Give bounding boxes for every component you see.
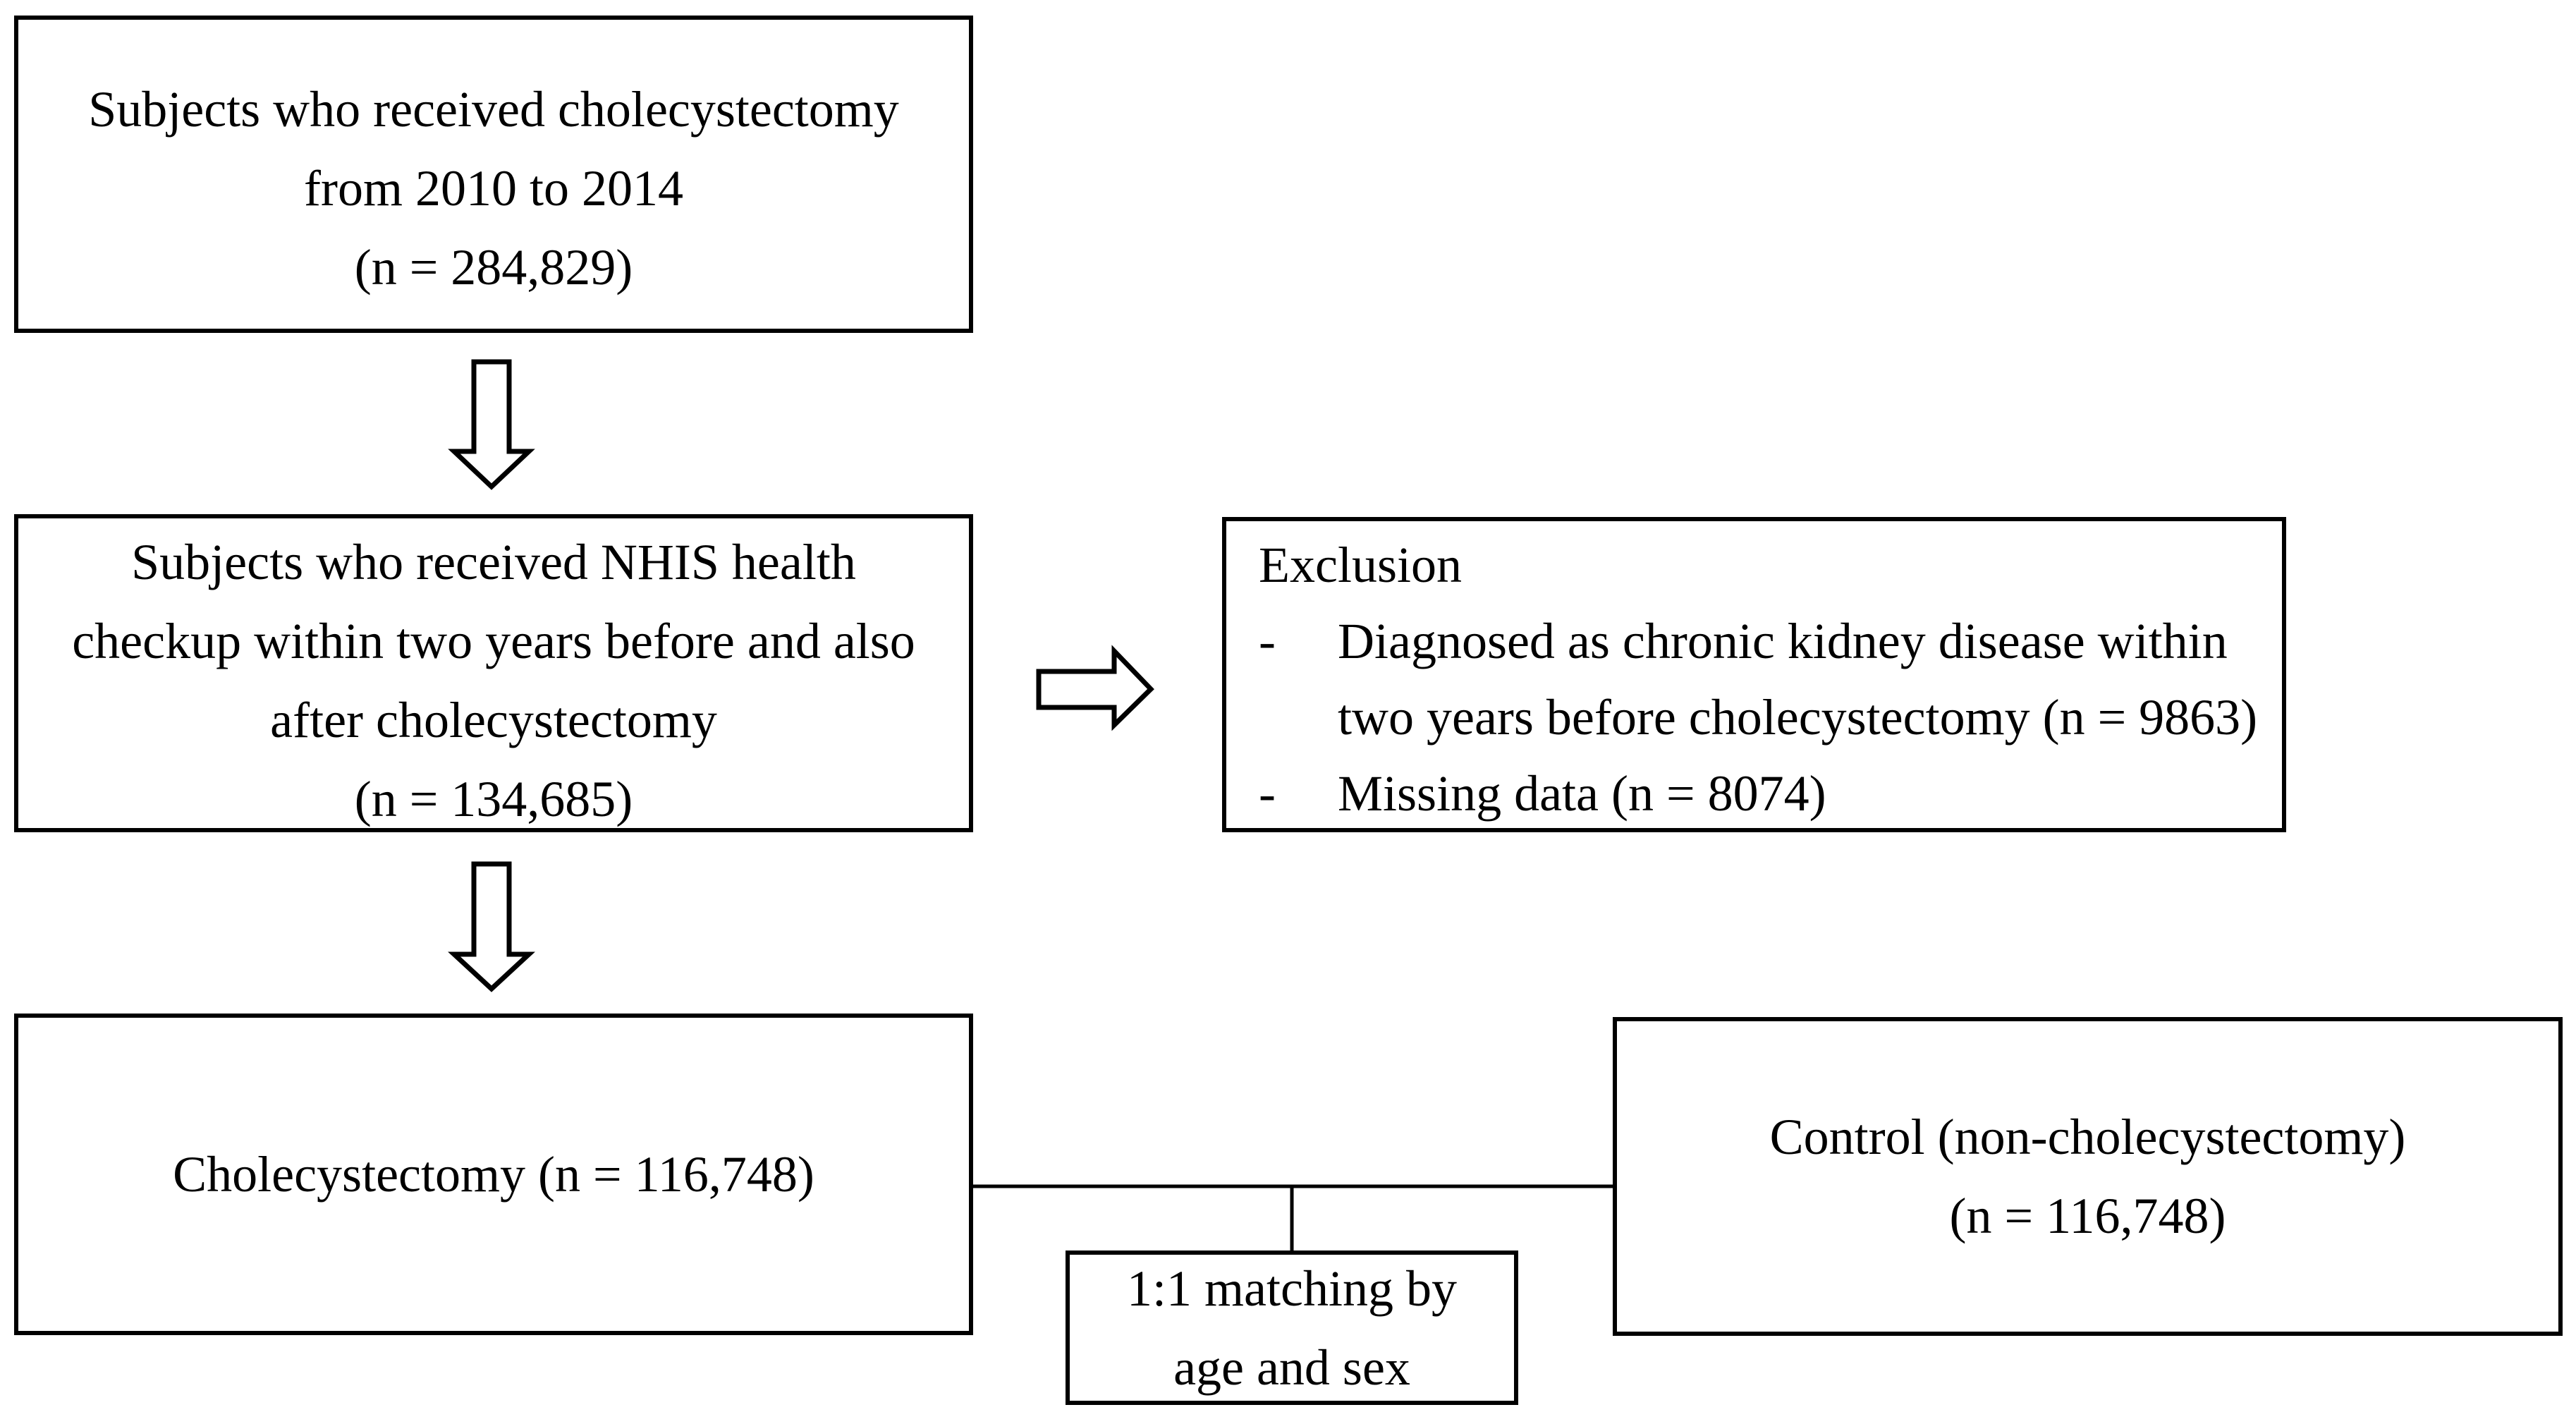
box-exclusion: Exclusion - Diagnosed as chronic kidney d… — [1222, 517, 2286, 832]
down-arrow-icon — [448, 861, 535, 992]
dash-bullet-icon: - — [1259, 613, 1276, 669]
exclusion-item: - Missing data (n = 8074) — [1259, 755, 2268, 832]
box-text-line: 1:1 matching by — [1127, 1260, 1457, 1317]
box-text-line: from 2010 to 2014 — [304, 160, 683, 217]
box-subjects-cholecystectomy: Subjects who received cholecystectomy fr… — [14, 16, 973, 333]
box-text-line: after cholecystectomy — [270, 691, 717, 748]
down-arrow-icon — [448, 359, 535, 490]
box-text-line: (n = 284,829) — [354, 239, 633, 296]
box-text-line: (n = 116,748) — [1949, 1188, 2226, 1244]
box-text-line: (n = 134,685) — [354, 770, 633, 827]
box-text-line: checkup within two years before and also — [72, 612, 915, 669]
box-subjects-nhis-checkup: Subjects who received NHIS health checku… — [14, 514, 973, 832]
dash-bullet-icon: - — [1259, 765, 1276, 822]
box-control-group: Control (non-cholecystectomy) (n = 116,7… — [1613, 1017, 2563, 1336]
right-arrow-icon — [1036, 645, 1154, 731]
exclusion-item-text: Diagnosed as chronic kidney disease with… — [1338, 613, 2228, 669]
exclusion-title: Exclusion — [1259, 537, 1462, 593]
exclusion-item: - Diagnosed as chronic kidney disease wit… — [1259, 603, 2268, 679]
box-text-line: Control (non-cholecystectomy) — [1769, 1109, 2406, 1165]
box-text-line: age and sex — [1173, 1339, 1410, 1396]
box-text-line: Cholecystectomy (n = 116,748) — [173, 1146, 814, 1203]
box-matching: 1:1 matching by age and sex — [1066, 1250, 1518, 1405]
box-text-line: Subjects who received cholecystectomy — [88, 81, 899, 138]
exclusion-item-text: Missing data (n = 8074) — [1338, 765, 1826, 822]
box-cholecystectomy-group: Cholecystectomy (n = 116,748) — [14, 1014, 973, 1335]
exclusion-item-continuation: two years before cholecystectomy (n = 98… — [1338, 689, 2258, 746]
box-text-line: Subjects who received NHIS health — [131, 533, 856, 590]
